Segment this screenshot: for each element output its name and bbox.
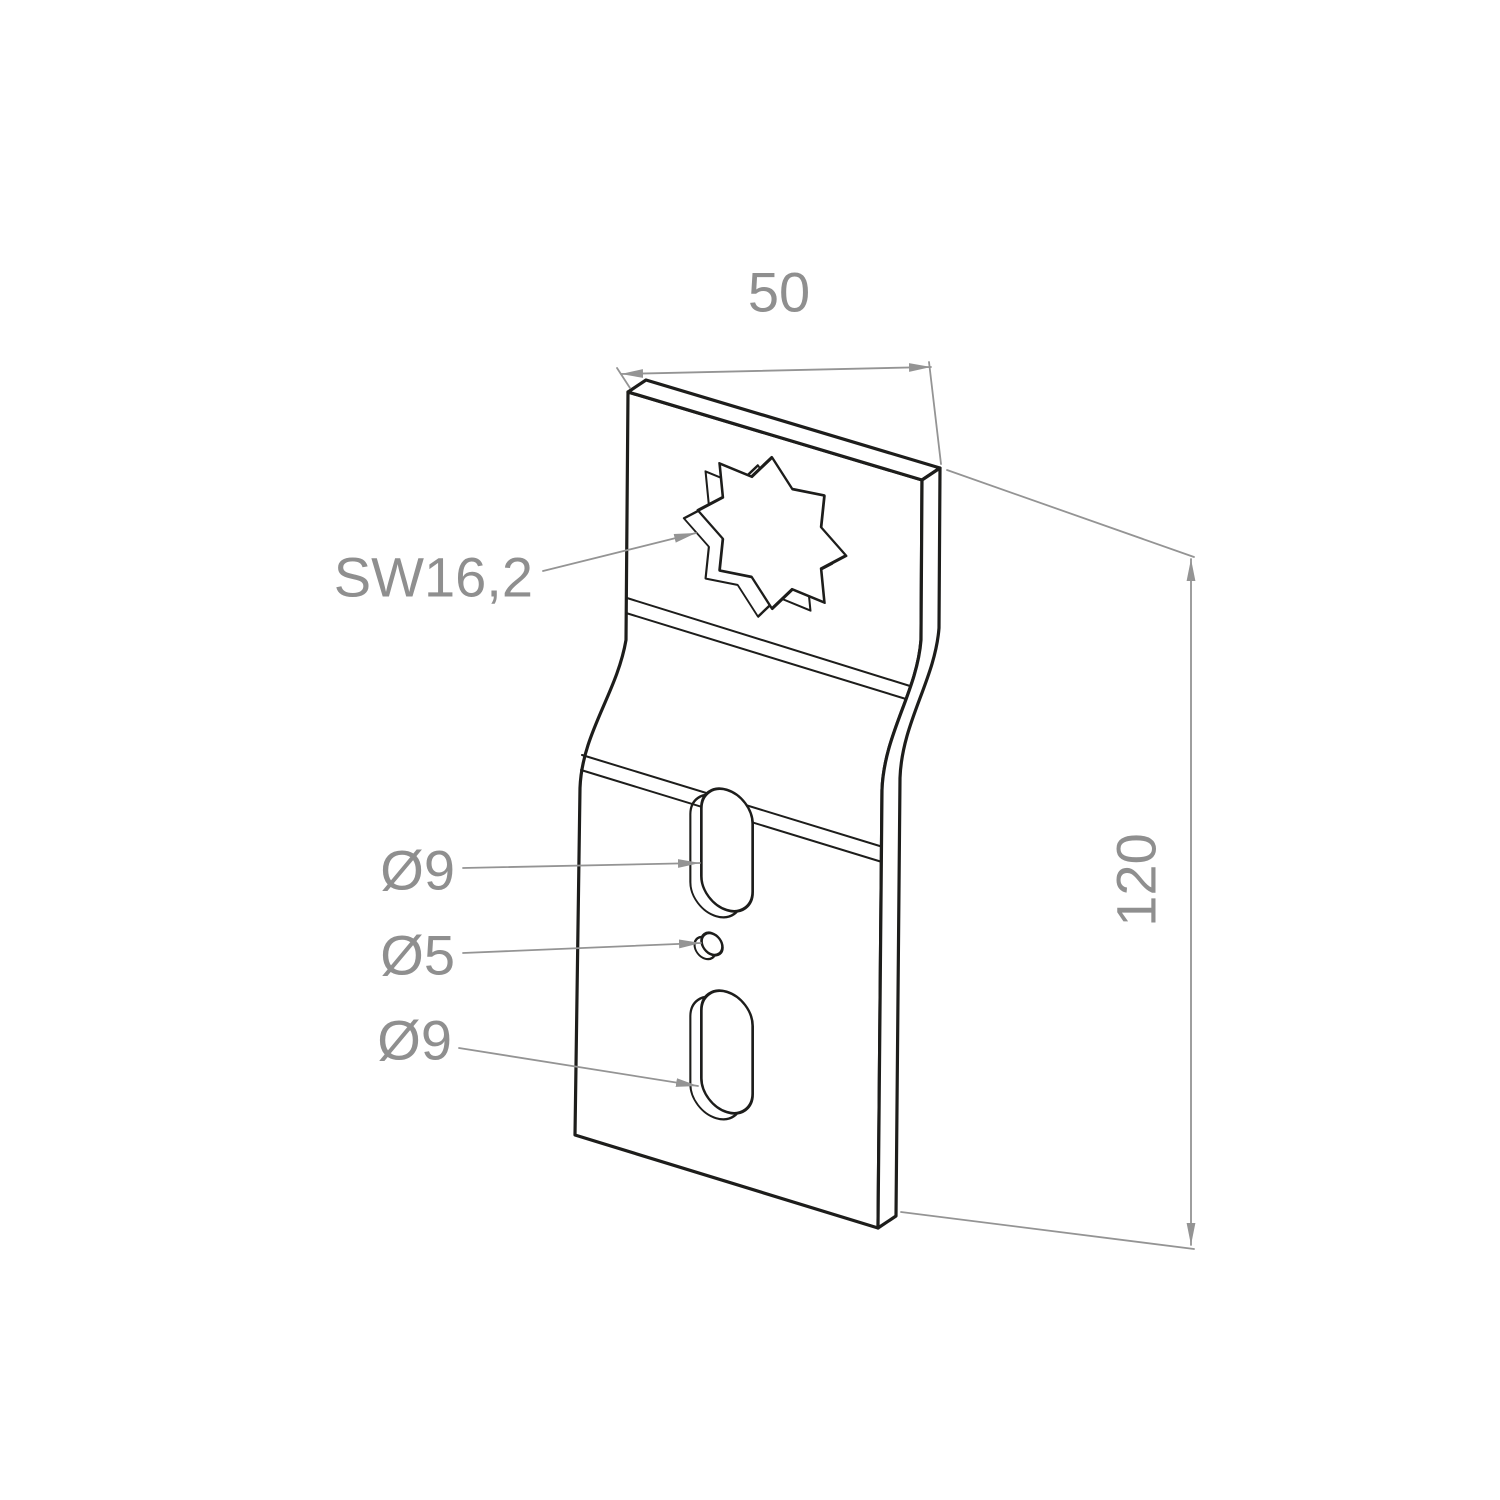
center-hole-outline xyxy=(700,931,724,957)
width-dimension: 50 xyxy=(616,261,942,465)
bend-line-upper-1 xyxy=(626,597,911,687)
bend-line-upper-2 xyxy=(625,612,907,700)
top-slot-callout-label: Ø9 xyxy=(380,839,455,902)
height-dimension: 120 xyxy=(900,469,1196,1250)
height-extension-line-bottom xyxy=(900,1211,1195,1250)
top-slot-callout: Ø9 xyxy=(380,839,701,902)
center-hole-callout-label: Ø5 xyxy=(380,924,455,987)
width-dimension-label: 50 xyxy=(748,261,810,324)
star-leader-line xyxy=(542,532,697,572)
center-hole-leader-line xyxy=(462,939,702,954)
center-round-hole xyxy=(693,931,724,961)
height-dimension-label: 120 xyxy=(1105,833,1168,926)
side-face xyxy=(876,466,942,1230)
top-slot-outline xyxy=(700,787,754,913)
top-slot-hole xyxy=(689,787,754,919)
bottom-slot-callout-label: Ø9 xyxy=(377,1009,452,1072)
bottom-slot-leader-line xyxy=(458,1047,699,1087)
width-dimension-line xyxy=(620,363,932,378)
top-slot-leader-line xyxy=(462,859,701,869)
bottom-slot-callout: Ø9 xyxy=(377,1009,699,1087)
center-hole-callout: Ø5 xyxy=(380,924,702,987)
bracket-part xyxy=(573,378,942,1230)
width-extension-line-right xyxy=(928,361,942,465)
bottom-slot-outline xyxy=(700,989,754,1115)
star-hole xyxy=(682,455,848,618)
star-callout-label: SW16,2 xyxy=(334,546,533,609)
star-callout: SW16,2 xyxy=(334,532,697,609)
star-hole-outline xyxy=(696,455,848,611)
width-extension-line-left xyxy=(616,367,631,389)
height-extension-line-top xyxy=(946,469,1195,558)
